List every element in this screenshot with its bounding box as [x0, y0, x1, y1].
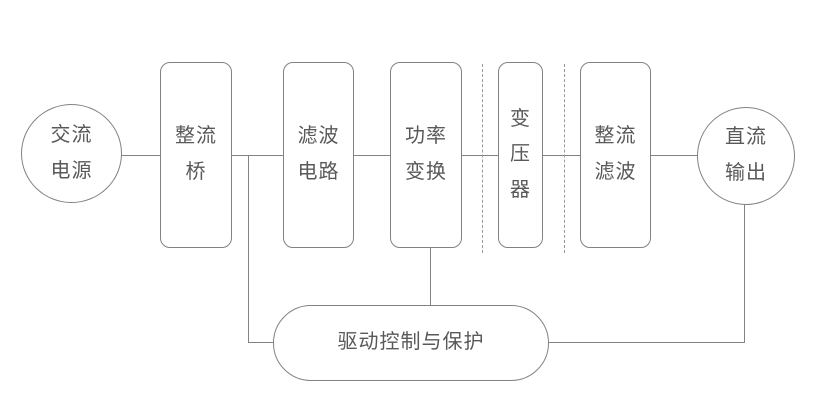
node-rectifier-bridge: 整流 桥: [160, 62, 232, 248]
node-dc-output-label: 直流 输出: [725, 126, 767, 184]
connector-power-to-drive: [430, 247, 432, 306]
node-power-conversion-label: 功率 变换: [405, 125, 447, 183]
node-dc-output: 直流 输出: [697, 107, 795, 205]
connector-dc-down: [744, 204, 746, 343]
connector-transformer-to-rectfilter: [542, 155, 581, 157]
node-filter-circuit-label: 滤波 电路: [297, 125, 340, 183]
node-power-conversion: 功率 变换: [390, 62, 462, 248]
connector-rectifier-to-filter: [231, 155, 284, 157]
node-drive-control-protection-label: 驱动控制与保护: [337, 331, 485, 354]
node-ac-source: 交流 电源: [21, 104, 122, 203]
connector-filter-to-power: [353, 155, 391, 157]
node-rectifier-filter-label: 整流 滤波: [594, 125, 637, 183]
node-transformer: 变 压 器: [498, 62, 543, 248]
connector-into-drive-left: [248, 342, 274, 344]
node-rectifier-filter: 整流 滤波: [580, 62, 651, 248]
node-rectifier-bridge-label: 整流 桥: [175, 125, 217, 183]
connector-branch-down-left: [248, 155, 250, 343]
isolation-dashed-line-right: [564, 64, 565, 253]
node-filter-circuit: 滤波 电路: [283, 62, 354, 248]
node-transformer-label: 变 压 器: [510, 107, 531, 201]
node-ac-source-label: 交流 电源: [50, 123, 93, 182]
node-drive-control-protection: 驱动控制与保护: [273, 305, 549, 381]
connector-power-to-transformer: [461, 155, 499, 157]
connector-rectfilter-to-dc: [650, 155, 698, 157]
isolation-dashed-line-left: [482, 64, 483, 253]
connector-into-drive-right: [548, 342, 745, 344]
connector-ac-to-rectifier: [121, 155, 161, 157]
